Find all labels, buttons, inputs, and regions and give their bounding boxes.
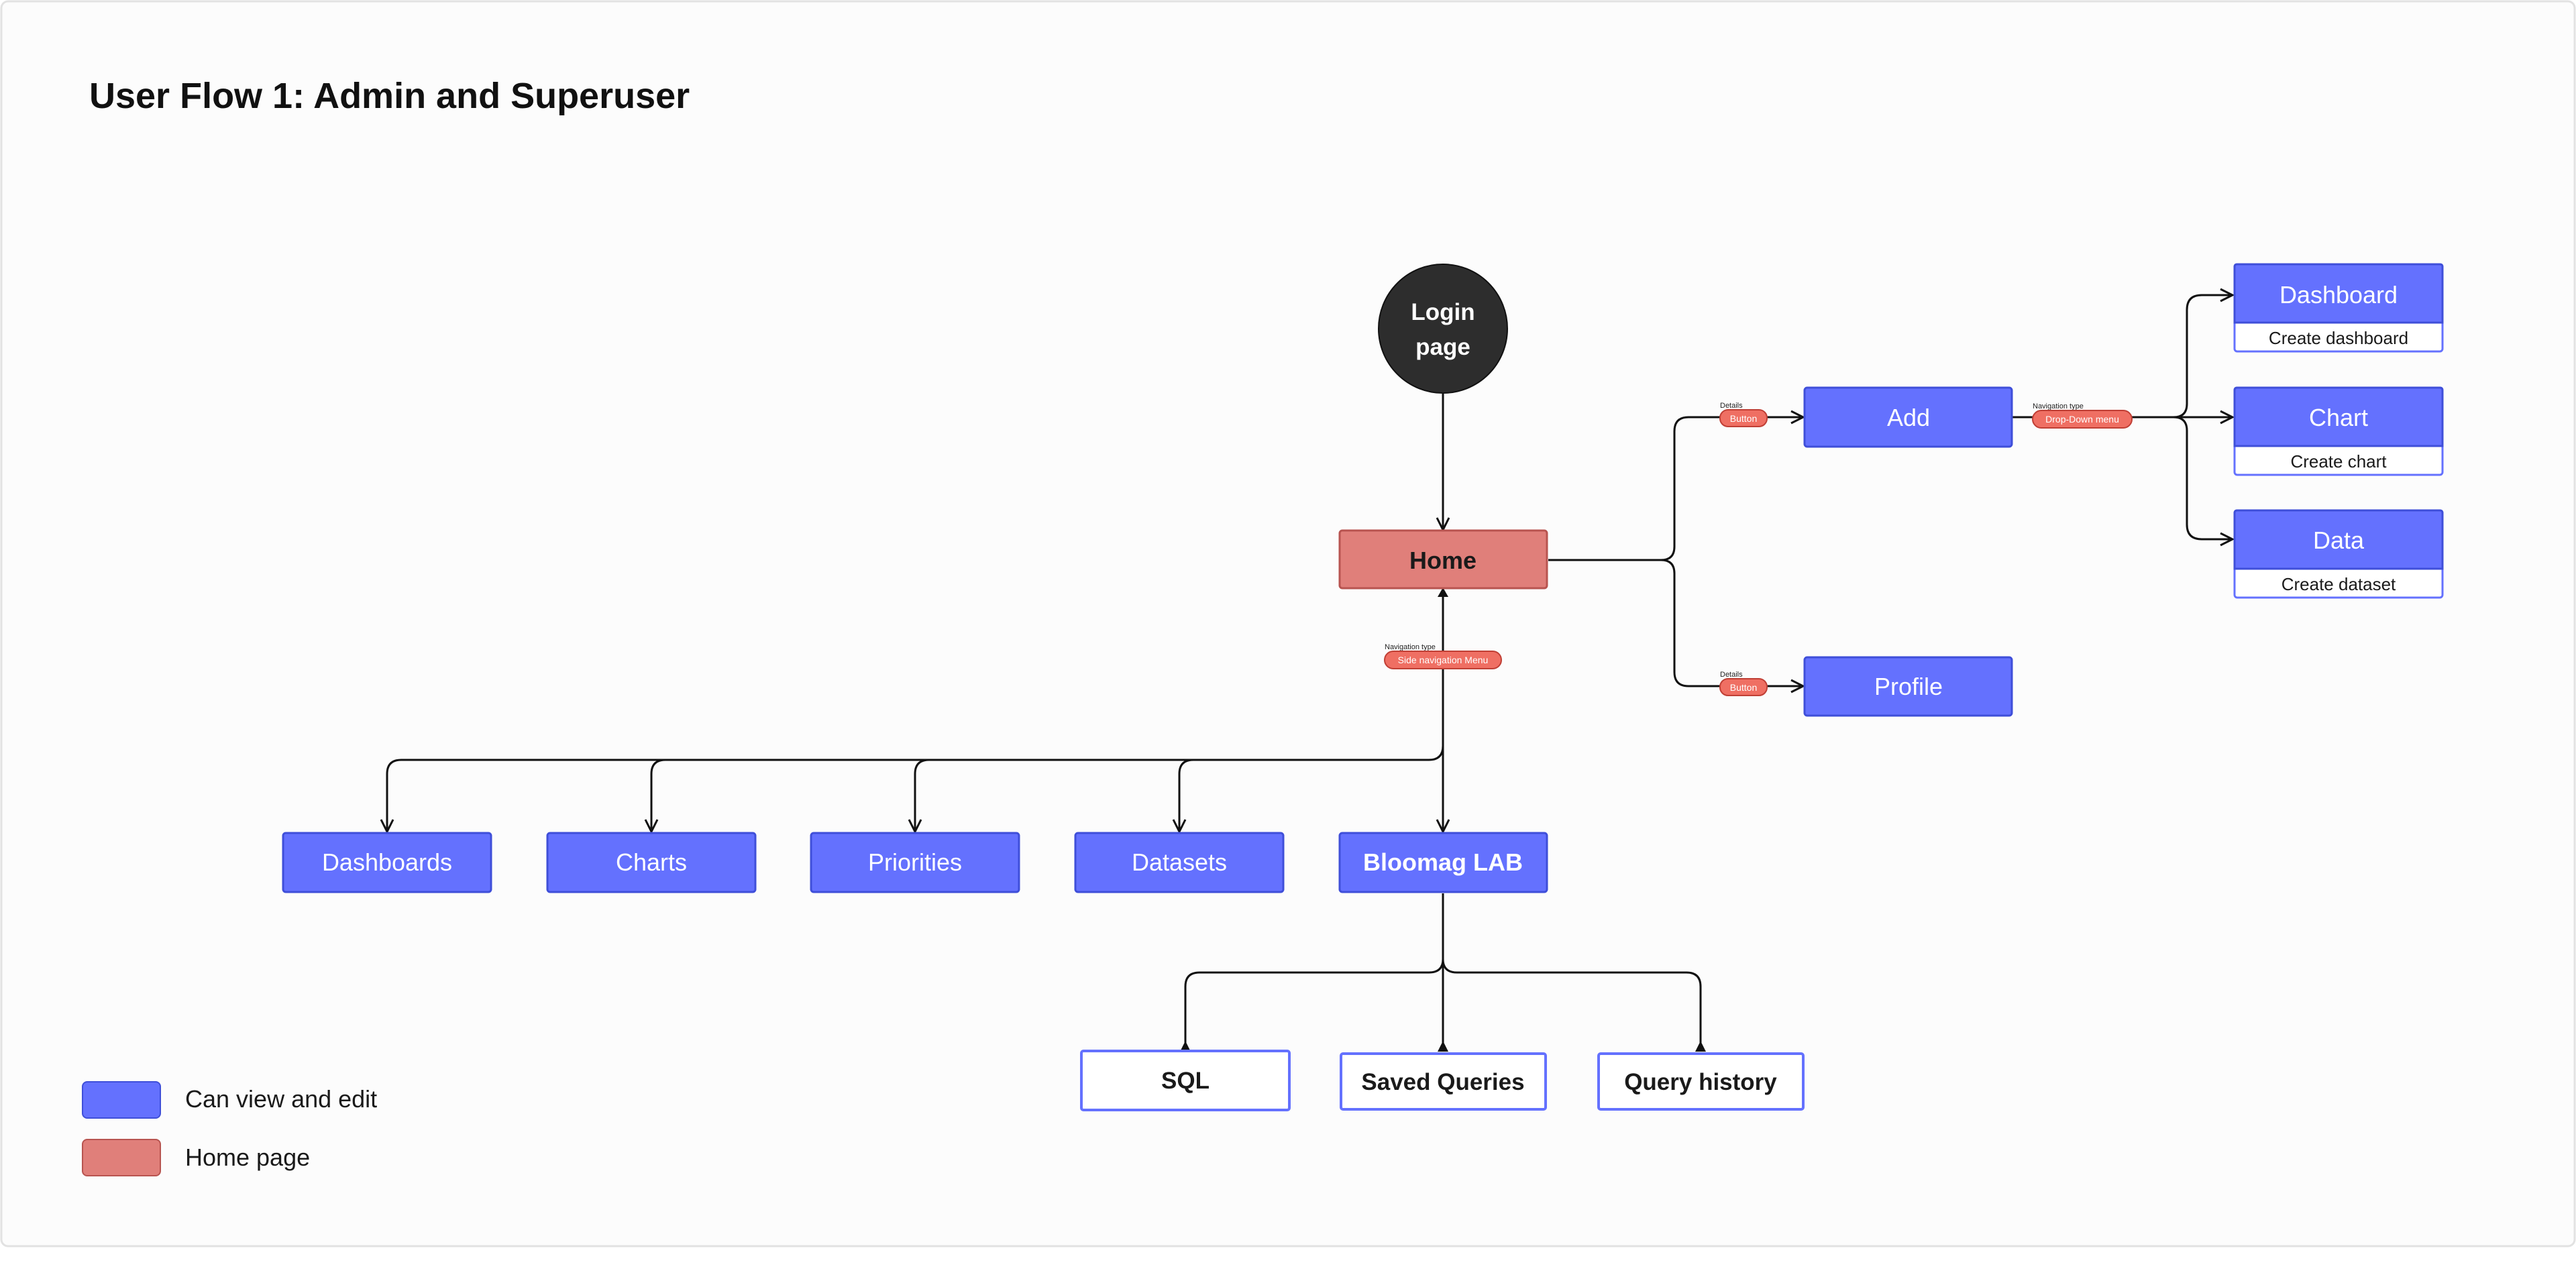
marker-sql (1180, 1041, 1191, 1052)
chart-card-sub: Create chart (2290, 451, 2387, 471)
side-nav-label: Side navigation Menu (1398, 655, 1489, 665)
dropdown-caption: Navigation type (2033, 402, 2084, 410)
profile-tag-label: Button (1730, 682, 1757, 693)
add-node[interactable]: Add (1803, 386, 2013, 448)
sql-label: SQL (1161, 1068, 1210, 1094)
profile-node[interactable]: Profile (1803, 656, 2013, 717)
chart-card[interactable]: Chart Create chart (2233, 386, 2444, 476)
dropdown-label: Drop-Down menu (2045, 414, 2119, 425)
charts-node[interactable]: Charts (546, 832, 757, 893)
login-node[interactable]: Login page (1378, 264, 1508, 394)
home-label: Home (1409, 547, 1477, 574)
frame (0, 0, 2576, 1247)
side-nav-caption: Navigation type (1385, 643, 1436, 651)
datasets-node[interactable]: Datasets (1074, 832, 1285, 893)
charts-label: Charts (616, 848, 687, 876)
sql-node[interactable]: SQL (1080, 1050, 1291, 1111)
legend-swatch-red (82, 1139, 161, 1176)
priorities-label: Priorities (868, 848, 962, 876)
dashboard-card[interactable]: Dashboard Create dashboard (2233, 263, 2444, 353)
connector-home-profile (1660, 559, 1803, 686)
profile-label: Profile (1874, 673, 1943, 700)
marker-saved (1438, 1041, 1448, 1052)
add-tag-label: Button (1730, 413, 1757, 424)
profile-button-tag: Details Button (1719, 671, 1768, 696)
connector-add-dashboard (2173, 295, 2233, 419)
dashboard-card-sub: Create dashboard (2269, 328, 2408, 348)
query-history-node[interactable]: Query history (1597, 1052, 1805, 1111)
dashboards-label: Dashboards (322, 848, 452, 876)
saved-queries-label: Saved Queries (1361, 1069, 1524, 1095)
add-tag-caption: Details (1720, 402, 1743, 410)
dropdown-tag: Navigation type Drop-Down menu (2032, 402, 2133, 429)
chart-card-title: Chart (2309, 404, 2368, 431)
connector-bloomag-history (1442, 958, 1702, 1048)
side-nav-tag: Navigation type Side navigation Menu (1384, 643, 1502, 669)
legend-label-blue: Can view and edit (185, 1085, 378, 1113)
connector-home-add (1548, 417, 1803, 561)
marker-home-bottom (1438, 588, 1448, 597)
data-card-title: Data (2313, 526, 2365, 554)
marker-history (1695, 1041, 1706, 1052)
login-label-line1: Login (1411, 299, 1474, 325)
page-title: User Flow 1: Admin and Superuser (89, 76, 690, 116)
dashboard-card-title: Dashboard (2279, 281, 2398, 309)
data-card-sub: Create dataset (2282, 574, 2396, 594)
connector-home-datasets (1179, 759, 1194, 832)
login-label-line2: page (1415, 334, 1470, 360)
connector-home-dashboards (387, 745, 1444, 832)
add-label: Add (1887, 404, 1930, 431)
query-history-label: Query history (1624, 1069, 1777, 1095)
datasets-label: Datasets (1132, 848, 1227, 876)
bloomag-lab-label: Bloomag LAB (1363, 848, 1523, 876)
legend-label-red: Home page (185, 1144, 311, 1171)
connector-home-charts (651, 759, 666, 832)
dashboards-node[interactable]: Dashboards (282, 832, 492, 893)
home-node[interactable]: Home (1338, 529, 1548, 590)
data-card[interactable]: Data Create dataset (2233, 509, 2444, 599)
connector-add-data (2173, 416, 2233, 539)
connector-bloomag-sql (1184, 958, 1444, 1048)
saved-queries-node[interactable]: Saved Queries (1340, 1052, 1547, 1111)
add-button-tag: Details Button (1719, 402, 1768, 427)
bloomag-lab-node[interactable]: Bloomag LAB (1338, 832, 1548, 893)
connector-home-priorities (915, 759, 930, 832)
profile-tag-caption: Details (1720, 671, 1743, 679)
connector-end-markers (1180, 588, 1706, 1052)
legend-swatch-blue (82, 1081, 161, 1119)
priorities-node[interactable]: Priorities (810, 832, 1020, 893)
